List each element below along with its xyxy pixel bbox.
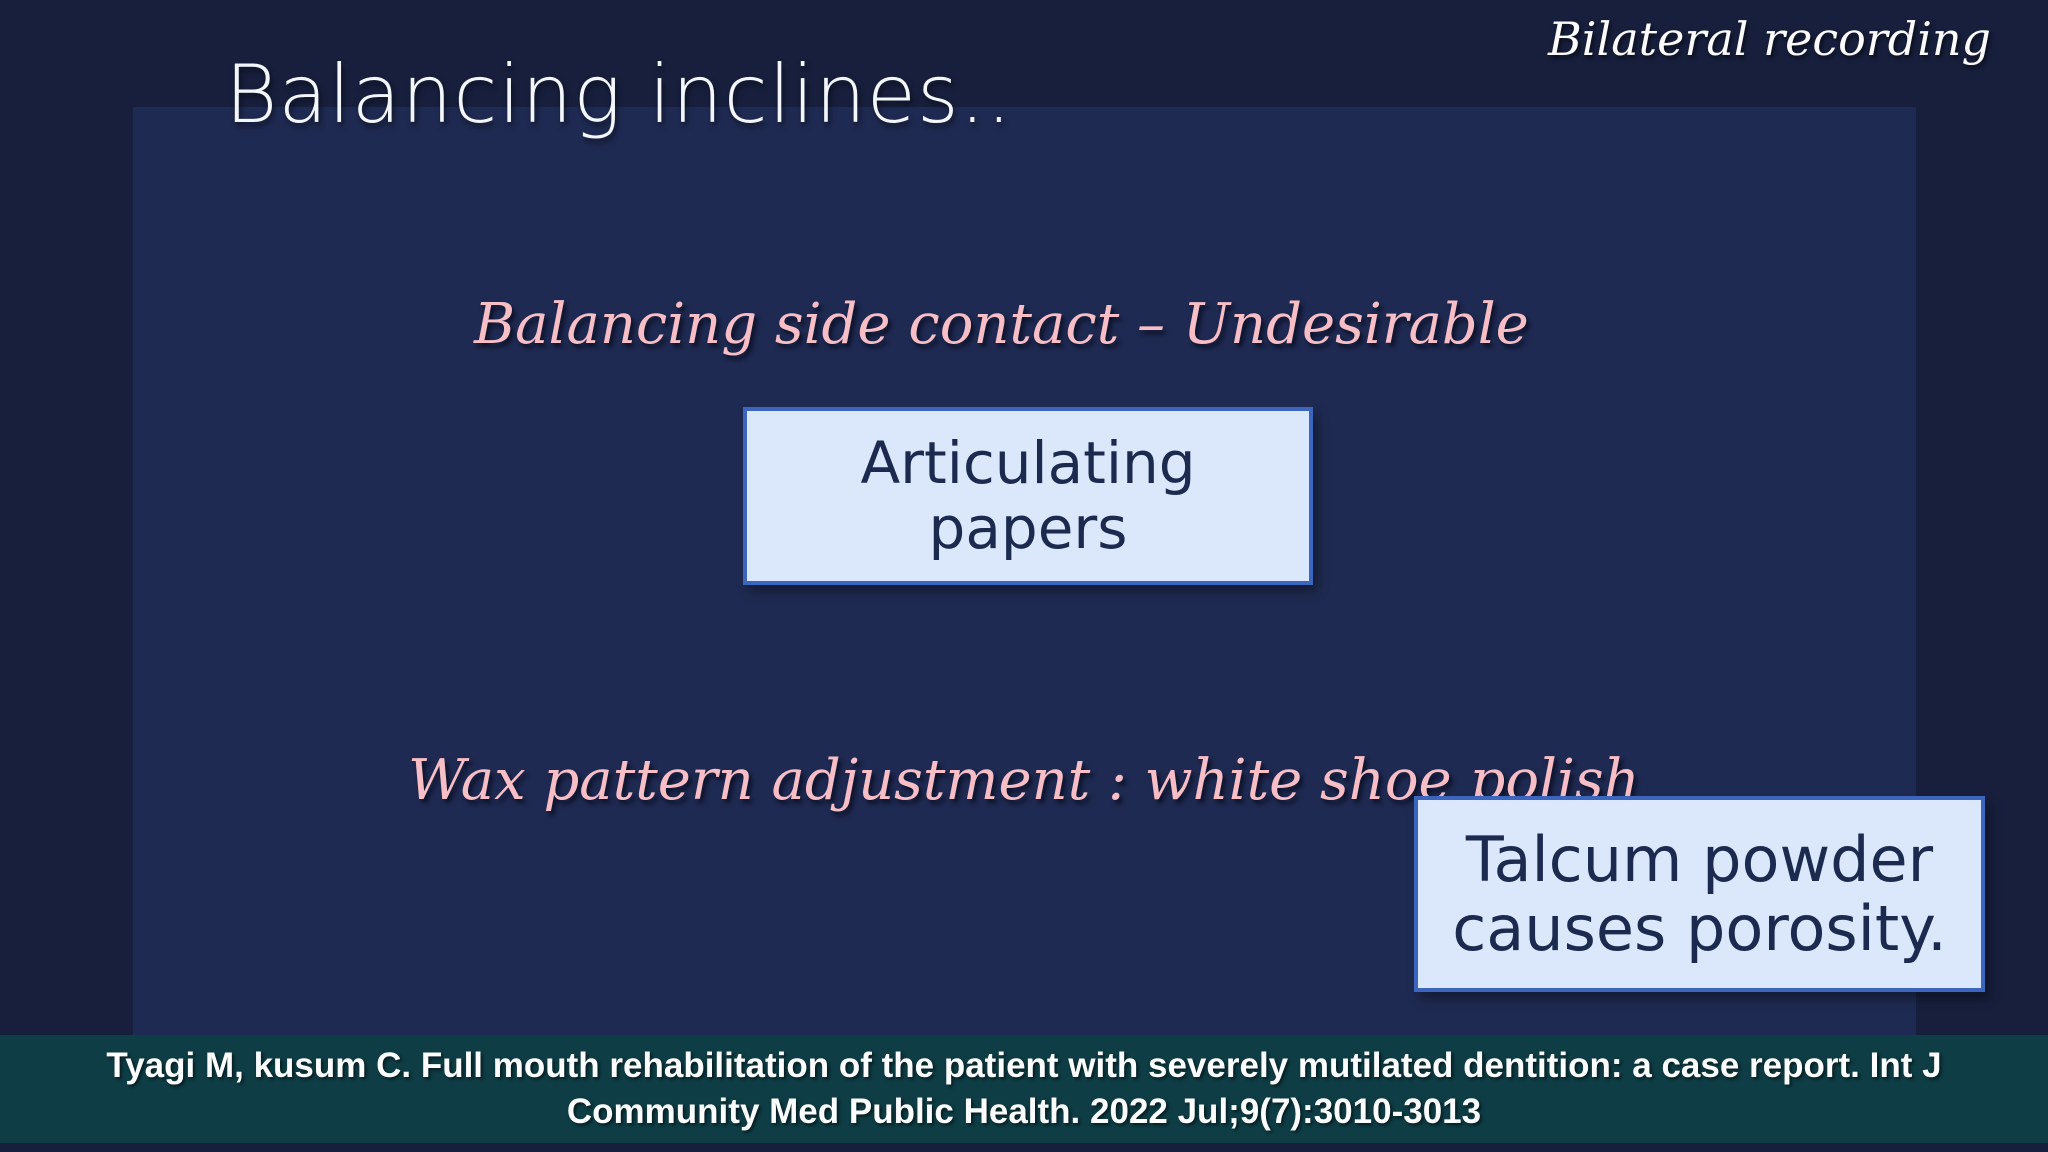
page-title: Balancing inclines.. [225, 48, 1013, 141]
callout-articulating-papers: Articulating papers [743, 407, 1313, 585]
callout-articulating-papers-label: Articulating papers [860, 429, 1196, 562]
callout-talcum-powder: Talcum powder causes porosity. [1414, 796, 1985, 992]
citation-line-1: Tyagi M, kusum C. Full mouth rehabilitat… [106, 1046, 1942, 1086]
citation-bar: Tyagi M, kusum C. Full mouth rehabilitat… [0, 1035, 2048, 1143]
citation-line-2: Community Med Public Health. 2022 Jul;9(… [566, 1092, 1482, 1131]
subtitle-balancing-side-contact: Balancing side contact – Undesirable [474, 292, 1529, 357]
callout-talcum-powder-label: Talcum powder causes porosity. [1452, 822, 1947, 965]
badge-bilateral-recording: Bilateral recording [1548, 12, 1991, 66]
